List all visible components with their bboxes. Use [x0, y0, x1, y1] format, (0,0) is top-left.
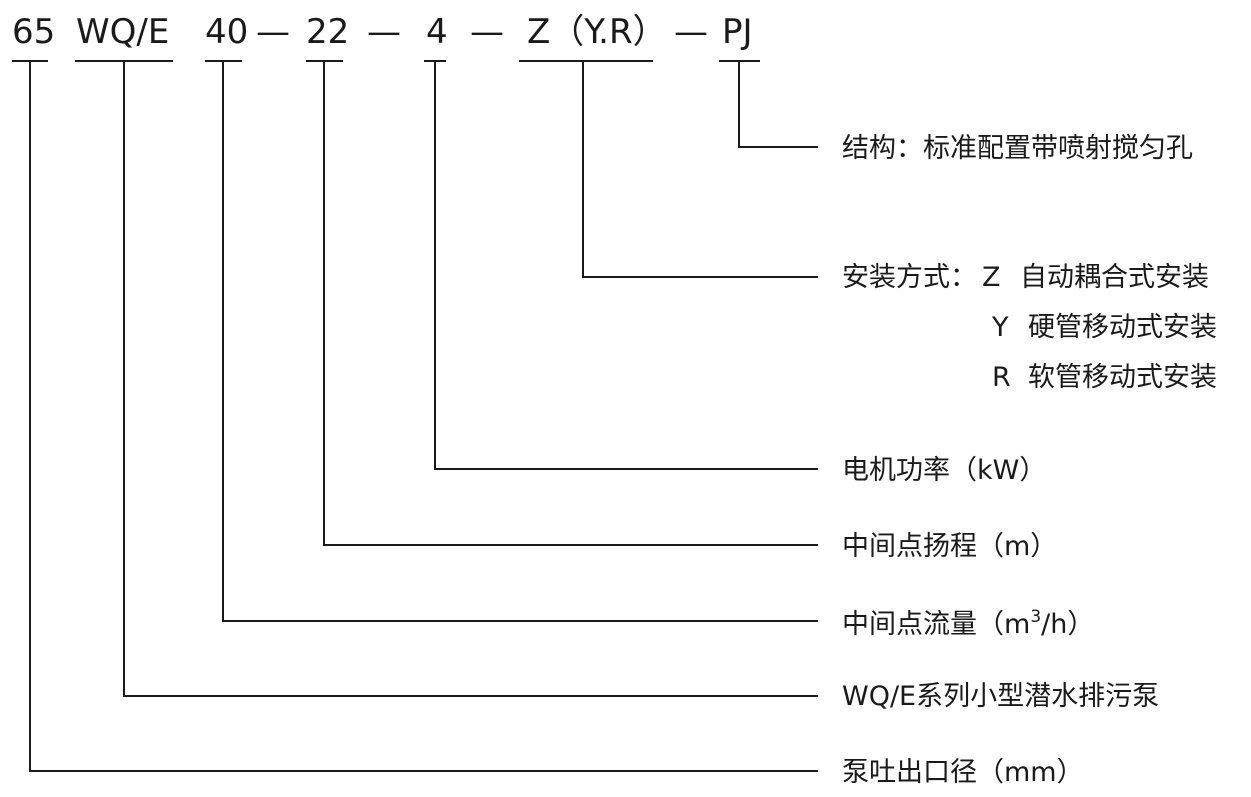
- leader-head: [323, 61, 818, 546]
- code-series: WQ/E: [76, 12, 169, 52]
- code-head: 22: [306, 12, 349, 52]
- label-install-prefix: 安装方式：: [842, 262, 977, 293]
- leader-lines: [29, 61, 818, 772]
- label-install-code-y: Y: [991, 312, 1009, 343]
- code-install: Z（Y.R）: [527, 12, 667, 52]
- legend-labels: 结构：标准配置带喷射搅匀孔 安装方式： Z 自动耦合式安装 Y 硬管移动式安装 …: [842, 133, 1217, 788]
- code-structure: PJ: [722, 12, 753, 52]
- label-flow-pre: 中间点流量（m: [842, 609, 1030, 640]
- code-outlet-diameter: 65: [12, 12, 55, 52]
- leader-series: [123, 61, 818, 697]
- leader-power: [434, 61, 818, 470]
- label-install-text-y: 硬管移动式安装: [1028, 312, 1217, 343]
- leader-outlet: [29, 61, 818, 772]
- leader-flow: [222, 61, 818, 622]
- code-flow: 40: [205, 12, 248, 52]
- code-power: 4: [426, 12, 448, 52]
- label-install-code-z: Z: [982, 262, 1001, 293]
- code-dash-1: —: [256, 12, 290, 52]
- label-outlet: 泵吐出口径（mm）: [842, 757, 1084, 788]
- label-install-text-z: 自动耦合式安装: [1020, 262, 1209, 293]
- label-head: 中间点扬程（m）: [842, 531, 1057, 562]
- model-code: 65 WQ/E 40 — 22 — 4 — Z（Y.R） — PJ: [12, 12, 753, 52]
- code-dash-4: —: [674, 12, 708, 52]
- label-flow-post: /h）: [1041, 609, 1094, 640]
- label-install-text-r: 软管移动式安装: [1028, 362, 1217, 393]
- leader-install: [582, 61, 818, 278]
- label-structure: 结构：标准配置带喷射搅匀孔: [842, 133, 1193, 164]
- label-flow: 中间点流量（m3/h）: [842, 607, 1094, 640]
- label-flow-sup: 3: [1030, 607, 1041, 627]
- code-dash-3: —: [470, 12, 504, 52]
- label-install-code-r: R: [992, 362, 1011, 393]
- code-dash-2: —: [367, 12, 401, 52]
- label-series: WQ/E系列小型潜水排污泵: [842, 681, 1159, 712]
- leader-structure: [738, 61, 818, 148]
- label-power: 电机功率（kW）: [842, 455, 1046, 486]
